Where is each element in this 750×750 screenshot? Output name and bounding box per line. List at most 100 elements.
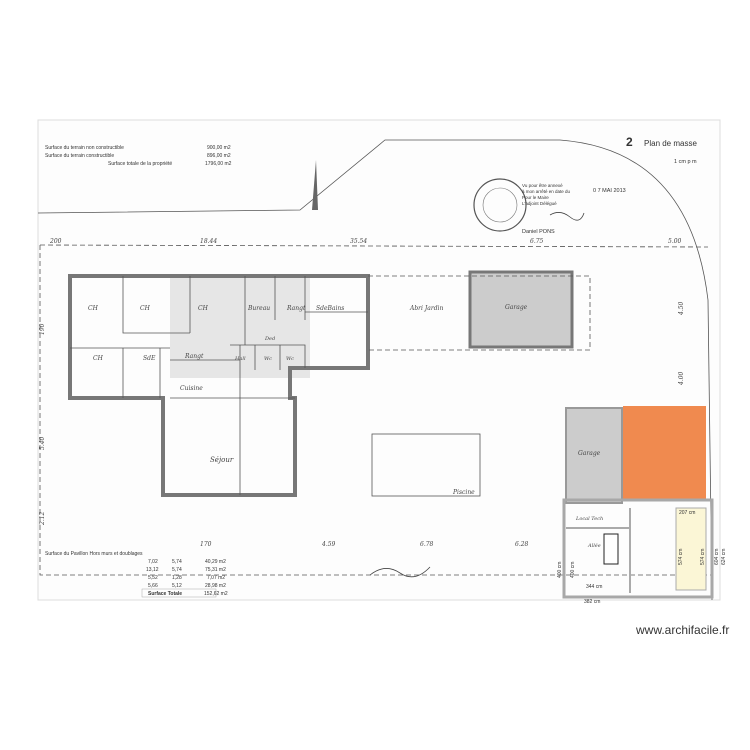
- dimension-label: 207 cm: [679, 510, 695, 516]
- table-cell: 1,28: [172, 575, 182, 581]
- dimension-label: 4.00: [678, 371, 685, 386]
- table-cell: 5,74: [172, 559, 182, 565]
- terrain-surfaces-table: Surface du terrain non constructible 900…: [45, 145, 232, 167]
- signatory: Daniel PONS: [522, 229, 555, 235]
- table-cell: 5,74: [172, 567, 182, 573]
- room-label: Cuisine: [180, 385, 203, 392]
- surface-value: 900,00 m2: [207, 145, 231, 151]
- room-label: Rangt: [184, 353, 204, 360]
- stamp-text: à mon arrêté en date du: [522, 189, 571, 194]
- seal: [473, 178, 527, 232]
- stamp-text: L'adjoint Délégué: [522, 201, 557, 206]
- dimension-label: 344 cm: [586, 584, 602, 590]
- surface-label: Surface du terrain constructible: [45, 153, 114, 159]
- dimension-label: 574 cm: [678, 549, 684, 565]
- dimension-label: 6.75: [530, 238, 544, 245]
- table-cell: 5,12: [172, 583, 182, 589]
- room-label: Allée: [587, 542, 601, 549]
- dimension-label: 4.50: [678, 301, 685, 316]
- dimension-label: 400 cm: [570, 562, 576, 578]
- mairie-stamp: Vu pour être annexé à mon arrêté en date…: [473, 178, 626, 235]
- north-arrow: [312, 160, 318, 210]
- terrace-outline: [368, 275, 591, 351]
- dimension-label: 624 cm: [721, 549, 727, 565]
- stamp-text: Pour le Maire: [522, 195, 549, 200]
- total-value: 152,62 m2: [204, 591, 228, 597]
- room-label: Hall: [234, 356, 246, 362]
- hatched-element: [603, 533, 619, 565]
- interior-walls: [70, 276, 368, 495]
- dimension-label: 200: [49, 238, 62, 245]
- table-cell: 40,29 m2: [205, 559, 226, 565]
- dimension-label: 5.00: [668, 238, 682, 245]
- dimension-label: 574 cm: [700, 549, 706, 565]
- room-label: Wc: [264, 356, 272, 362]
- watermark: www.archifacile.fr: [636, 623, 730, 637]
- surface-label: Surface du terrain non constructible: [45, 145, 124, 151]
- bottom-dimensions: 170 4.59 6.78 6.28: [200, 541, 529, 548]
- room-label: SdeBains: [316, 305, 344, 312]
- plan-scale: 1 cm p m: [674, 159, 697, 165]
- surface-label: Surface totale de la propriété: [108, 161, 172, 167]
- table-cell: 13,12: [146, 567, 159, 573]
- surface-value: 896,00 m2: [207, 153, 231, 159]
- annex: 207 cm 574 cm 574 cm 400 cm 400 cm 344 c…: [557, 406, 727, 605]
- table-cell: 5,66: [148, 583, 158, 589]
- room-label: CH: [198, 305, 209, 312]
- signature: [549, 212, 585, 221]
- room-label: Piscine: [452, 489, 475, 496]
- dimension-label: 382 cm: [584, 599, 600, 605]
- dimension-label: 604 cm: [714, 549, 720, 565]
- plan-title: Plan de masse: [644, 139, 697, 148]
- room-label: CH: [93, 355, 104, 362]
- surface-value: 1796,00 m2: [205, 161, 232, 167]
- table-cell: 7,07 m2: [207, 575, 225, 581]
- room-label: CH: [140, 305, 151, 312]
- room-labels: CH CH CH CH SdE Rangt Cuisine Hall Ded W…: [88, 304, 603, 549]
- dimension-label: 2.12: [39, 511, 46, 526]
- dimension-label: 190: [39, 323, 46, 335]
- room-label: Rangt: [286, 305, 306, 312]
- room-label: Garage: [505, 304, 528, 311]
- room-label: Séjour: [210, 456, 234, 464]
- room-label: Wc: [286, 356, 294, 362]
- room-label: Abri Jardin: [409, 305, 443, 312]
- scan-sheet: [37, 119, 721, 601]
- signature: [369, 566, 431, 578]
- room-label: CH: [88, 305, 99, 312]
- room-label: SdE: [143, 355, 156, 362]
- top-dimensions: 200 18.44 35.54 6.75 5.00: [49, 238, 682, 245]
- garage-block: [565, 407, 623, 504]
- house: [68, 270, 591, 497]
- stamp-text: Vu pour être annexé: [522, 183, 563, 188]
- table-cell: 28,98 m2: [205, 583, 226, 589]
- dimension-label: 5.40: [39, 436, 46, 450]
- dimension-label: 400 cm: [557, 562, 563, 578]
- table-cell: 7,02: [148, 559, 158, 565]
- table-cell: 5,52: [148, 575, 158, 581]
- boundary-line: [39, 245, 712, 576]
- room-label: Ded: [264, 336, 275, 342]
- dimension-label: 4.59: [321, 541, 336, 548]
- stamp-date: 0 7 MAI 2013: [593, 188, 626, 194]
- orange-zone: [623, 406, 706, 499]
- plan-number: 2: [626, 135, 633, 149]
- side-dimensions: 190 5.40 2.12 4.00 4.50: [39, 301, 685, 526]
- dimension-label: 170: [200, 541, 212, 548]
- pavilion-surface-table: Surface du Pavillon Hors murs et doublag…: [45, 551, 228, 598]
- dimension-label: 6.78: [420, 541, 434, 548]
- dimension-label: 35.54: [350, 238, 367, 245]
- boundary-line: [39, 244, 709, 248]
- room-label: Garage: [578, 450, 601, 457]
- total-label: Surface Totale: [148, 591, 182, 597]
- pool-outline: [371, 433, 481, 497]
- room-label: Local Tech: [575, 516, 603, 522]
- room-label: Bureau: [247, 305, 270, 312]
- property-boundary: [37, 139, 713, 601]
- annex-walls: [562, 498, 714, 599]
- dimension-label: 18.44: [200, 238, 217, 245]
- table-cell: 75,31 m2: [205, 567, 226, 573]
- abri-structure: [468, 270, 574, 349]
- dimension-label: 6.28: [515, 541, 529, 548]
